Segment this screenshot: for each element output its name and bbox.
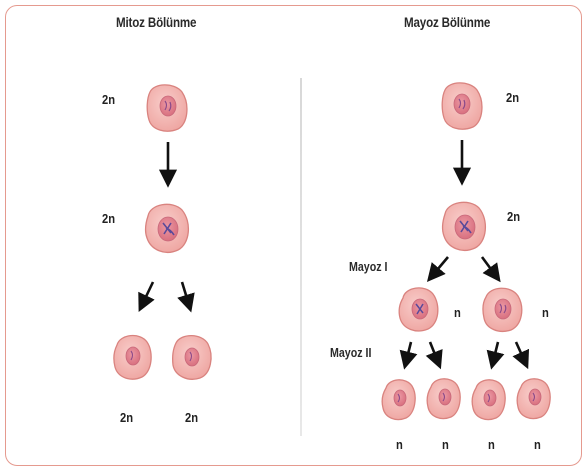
meiosis-final-cell-4 — [517, 379, 550, 419]
mitosis-arrow-left — [142, 282, 153, 305]
meiosis-parent-cell — [442, 83, 482, 129]
mitosis-arrow-right — [182, 282, 189, 305]
meiosis-mid-cell-left — [399, 288, 438, 331]
meiosis-i-arrow-right — [482, 257, 496, 276]
meiosis-i-arrow-left — [432, 257, 448, 276]
mitosis-parent-cell — [147, 85, 187, 131]
meiosis-ii-arrow-3 — [493, 342, 498, 362]
meiosis-final-cell-3 — [472, 380, 505, 420]
mitosis-daughter-cell-right — [173, 336, 211, 380]
meiosis-mid-cell-right — [483, 288, 522, 331]
meiosis-ii-arrow-1 — [406, 342, 411, 362]
mitosis-replicated-cell — [145, 204, 188, 252]
meiosis-ii-arrow-2 — [430, 342, 438, 362]
meiosis-final-cell-2 — [427, 379, 460, 419]
meiosis-ii-arrow-4 — [516, 342, 525, 362]
meiosis-final-cell-1 — [382, 380, 415, 420]
mitosis-daughter-cell-left — [114, 336, 151, 380]
meiosis-replicated-cell — [442, 202, 485, 250]
